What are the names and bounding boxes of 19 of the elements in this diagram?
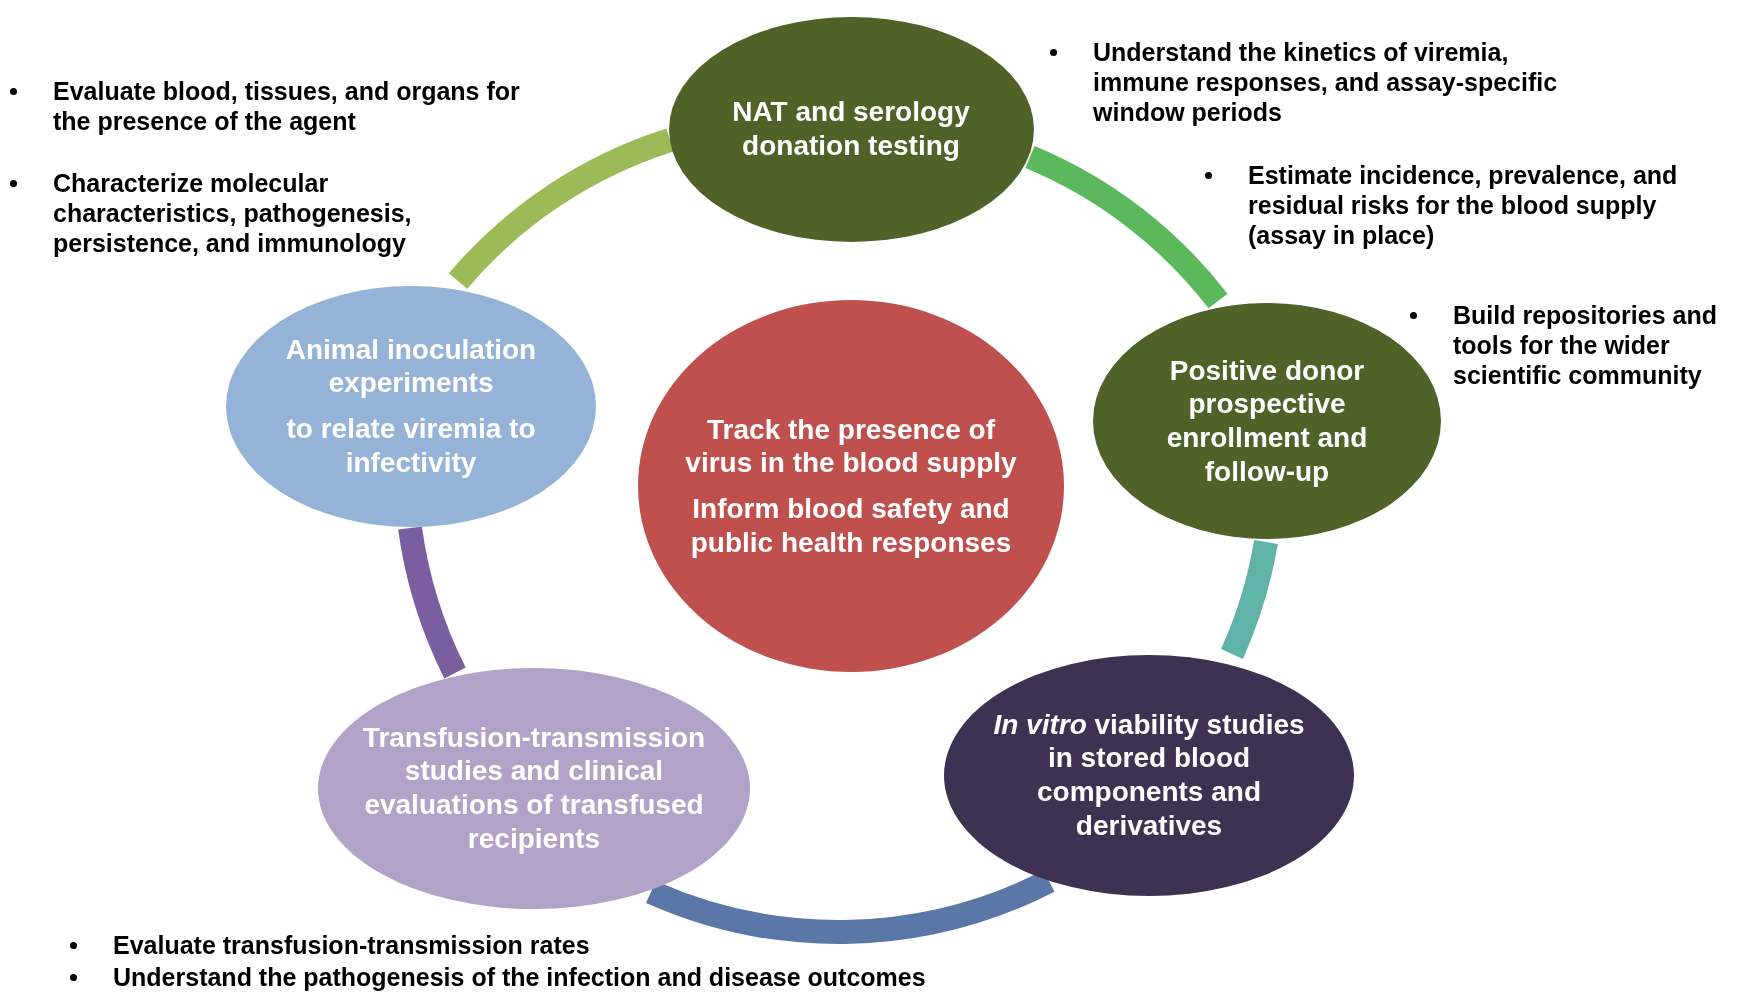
node-label: NAT and serology donation testing — [731, 95, 971, 163]
note-text: Evaluate transfusion-transmission rates — [113, 930, 590, 960]
node-label: Track the presence of virus in the blood supply — [684, 412, 1018, 480]
note-text: Characterize molecular characteristics, pathogenesis, persistence, and immunology — [53, 168, 413, 258]
ring-arc-connector — [449, 128, 675, 290]
node-label: Animal inoculation experiments — [284, 332, 538, 400]
note-text: Understand the kinetics of viremia, immune responses, and assay-specific window periods — [1093, 37, 1559, 127]
note-text: Build repositories and tools for the wider scientific community — [1453, 300, 1718, 390]
note-text: Estimate incidence, prevalence, and residual risks for the blood supply (assay in place) — [1248, 160, 1679, 250]
node-label: In vitro viability studies in stored blood components and derivatives — [992, 707, 1306, 843]
ring-arc-connector — [1220, 539, 1278, 659]
node-label: Transfusion-transmission studies and clinical evaluations of transfused recipients — [361, 720, 707, 856]
node-label: to relate viremia to infectivity — [285, 412, 537, 480]
ring-arc-connector — [1024, 146, 1228, 309]
note-text: Understand the pathogenesis of the infection and disease outcomes — [113, 962, 926, 992]
node-label: Positive donor prospective enrollment and follow-up — [1165, 353, 1369, 489]
note-text: Evaluate blood, tissues, and organs for the presence of the agent — [53, 76, 521, 136]
ring-arc-connector — [398, 525, 466, 678]
node-label: Inform blood safety and public health responses — [689, 492, 1013, 560]
